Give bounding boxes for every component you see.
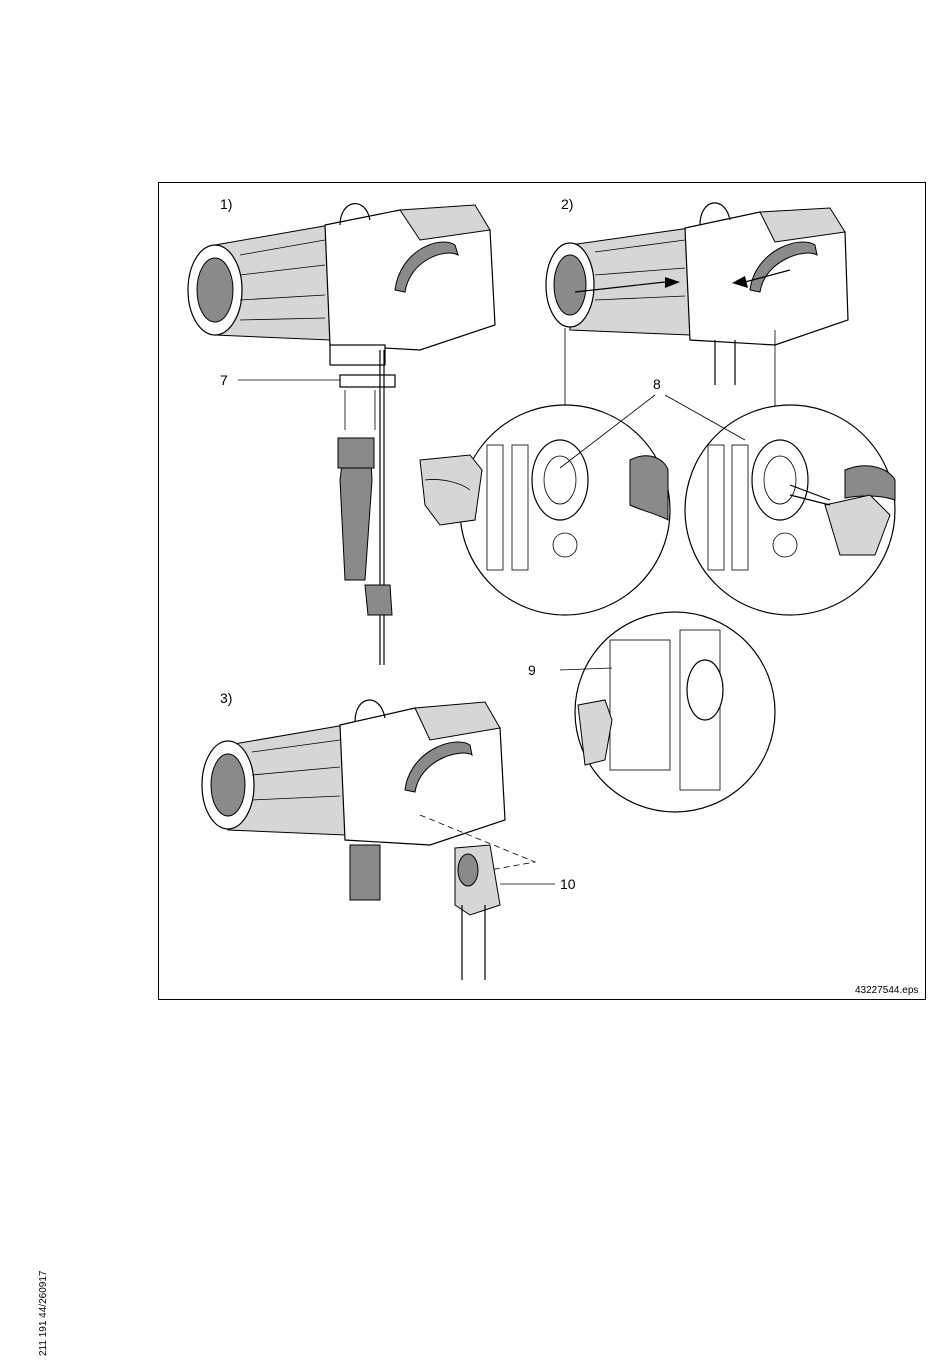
callout-7: 7	[220, 372, 228, 388]
callout-9: 9	[528, 662, 536, 678]
hoist-step1-drawing	[188, 204, 495, 665]
hoist-step2-drawing	[546, 203, 848, 415]
detail-circle-left	[420, 405, 670, 615]
document-id: 211 191 44/260917	[38, 1271, 49, 1356]
figure-file-ref: 43227544.eps	[855, 985, 918, 996]
callout-8-leader-right	[665, 395, 745, 440]
hoist-step3-drawing	[202, 700, 535, 980]
step-label-2: 2)	[561, 196, 573, 212]
step-label-1: 1)	[220, 196, 232, 212]
callout-10: 10	[560, 876, 576, 892]
callout-8: 8	[653, 376, 661, 392]
detail-circle-right	[685, 405, 895, 615]
step-label-3: 3)	[220, 690, 232, 706]
detail-circle-lower	[575, 612, 775, 812]
